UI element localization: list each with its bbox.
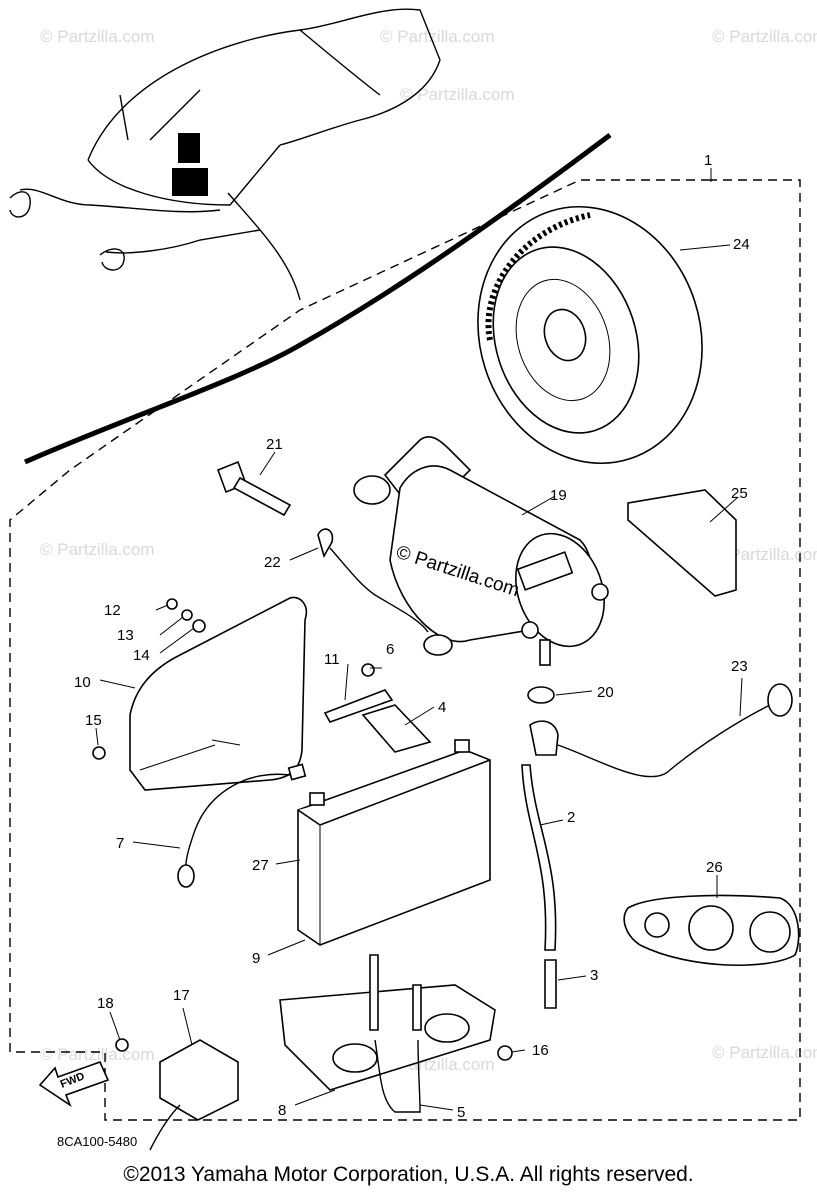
battery-tray (279, 954, 496, 1113)
starter-relay (149, 1039, 239, 1151)
side-cover (129, 596, 308, 791)
watermark: © Partzilla.com (712, 27, 817, 46)
callout-label: 22 (264, 554, 281, 571)
watermark: © Partzilla.com (40, 540, 155, 559)
starter-cable (317, 528, 453, 656)
starter-pad (627, 489, 737, 597)
callout-label: 26 (706, 859, 723, 876)
leader-lines (95, 168, 743, 1111)
flywheel (477, 205, 703, 465)
callout-label: 7 (116, 835, 124, 852)
battery-hold-down (323, 689, 432, 753)
forward-arrow: FWD (38, 1060, 110, 1108)
callout-label: 13 (117, 627, 134, 644)
copyright-notice: ©2013 Yamaha Motor Corporation, U.S.A. A… (123, 1163, 694, 1186)
watermark: © Partzilla.com (712, 1043, 817, 1062)
assembly-boundary (9, 179, 801, 1121)
callout-label: 10 (74, 674, 91, 691)
battery-location-marker (178, 133, 200, 163)
callout-label: 18 (97, 995, 114, 1012)
callout-label: 12 (104, 602, 121, 619)
callout-label: 3 (590, 967, 598, 984)
watermark: © Partzilla.com (712, 545, 817, 564)
part-code: 8CA100-5480 (57, 1134, 137, 1149)
callout-label: 11 (324, 651, 340, 668)
callout-label: 16 (532, 1042, 549, 1059)
callout-label: 14 (133, 647, 150, 664)
callout-label: 6 (386, 641, 394, 658)
starter-motor (353, 435, 609, 666)
callout-label: 21 (266, 436, 283, 453)
callout-label: 23 (731, 658, 748, 675)
callout-label: 8 (278, 1102, 286, 1119)
callout-label: 5 (457, 1104, 465, 1121)
battery (297, 739, 491, 946)
fasteners (92, 598, 513, 1061)
battery-lead (527, 683, 793, 778)
switch-panel (623, 894, 800, 967)
watermark: © Partzilla.com (380, 27, 495, 46)
breather-hose (521, 764, 557, 1009)
callout-labels: 1 2 3 4 5 6 7 8 9 10 11 12 13 14 15 16 1… (74, 152, 750, 1121)
callout-label: 24 (733, 236, 750, 253)
callout-label: 1 (704, 152, 712, 169)
watermark: © Partzilla.com (400, 85, 515, 104)
battery-cable (177, 763, 307, 888)
callout-label: 25 (731, 485, 748, 502)
cutaway-line (23, 132, 612, 465)
callout-label: 19 (550, 487, 567, 504)
snowmobile-illustration (9, 8, 441, 301)
callout-label: 4 (438, 699, 446, 716)
corner-watermarks: © Partzilla.com © Partzilla.com © Partzi… (40, 27, 817, 1074)
callout-label: 9 (252, 950, 260, 967)
bolt (216, 460, 292, 517)
callout-label: 15 (85, 712, 102, 729)
callout-label: 17 (173, 987, 190, 1004)
callout-label: 27 (252, 857, 269, 874)
watermark: © Partzilla.com (40, 27, 155, 46)
watermark: © Partzilla.com (40, 1045, 155, 1064)
callout-label: 2 (567, 809, 575, 826)
callout-label: 20 (597, 684, 614, 701)
